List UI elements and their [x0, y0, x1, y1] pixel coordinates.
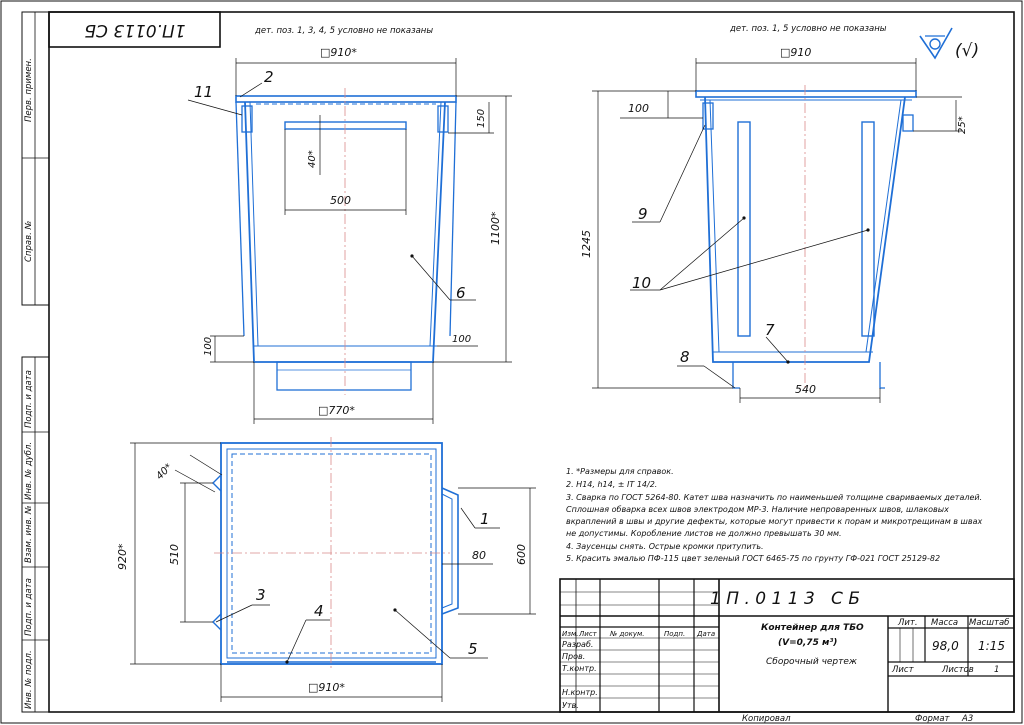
margin-label-replace-inv: Взам. инв. № [24, 505, 34, 563]
front-dim-bottom: □770* [318, 404, 355, 417]
col-header-sheet: Лист [578, 630, 598, 638]
front-dim-top: □910* [320, 46, 357, 59]
footer-format-value: А3 [961, 714, 973, 724]
plan-dim-510: 510 [168, 544, 181, 565]
callout-7: 7 [765, 321, 775, 339]
roughness-symbol [919, 27, 953, 60]
col-header-sign: Подп. [664, 630, 685, 638]
scale-label: Масштаб [969, 618, 1009, 628]
note-line: 4. Заусенцы снять. Острые кромки притупи… [566, 542, 764, 551]
row-label-norm-control: Н.контр. [562, 688, 598, 697]
mass-value: 98,0 [932, 639, 959, 653]
footer-format-label: Формат [915, 714, 951, 724]
side-view-geometry [695, 85, 917, 390]
callout-11: 11 [194, 83, 213, 101]
margin-label-reference-no: Справ. № [24, 220, 34, 262]
note-line: Сплошная обварка всех швов электродом МР… [566, 505, 949, 514]
col-header-date: Дата [696, 630, 715, 638]
left-margin-strips [21, 11, 50, 713]
margin-label-dup-inv: Инв. № дубл. [24, 442, 34, 500]
callout-9: 9 [638, 205, 648, 223]
plan-dim-600: 600 [515, 544, 528, 565]
callout-10: 10 [632, 274, 651, 292]
front-view-geometry [235, 88, 457, 395]
callout-2: 2 [264, 68, 274, 86]
side-dim-100: 100 [628, 102, 649, 115]
note-line: 2. Н14, h14, ± IT 14/2. [566, 480, 657, 489]
note-line: 3. Сварка по ГОСТ 5264-80. Катет шва наз… [566, 493, 982, 502]
sheets-label: Листов [941, 665, 974, 675]
margin-label-sign-date-1: Подп. и дата [24, 370, 34, 428]
footer-copied: Копировал [742, 714, 791, 724]
technical-notes: 1. *Размеры для справок. 2. Н14, h14, ± … [566, 467, 982, 563]
side-dim-540: 540 [795, 383, 816, 396]
plan-dim-910: □910* [308, 681, 345, 694]
front-dim-100-left: 100 [203, 337, 214, 356]
roughness-text: (√) [955, 41, 979, 61]
mirrored-code-box [48, 11, 221, 48]
note-line: вкраплений в швы и другие дефекты, котор… [566, 517, 982, 526]
front-dim-40: 40* [307, 150, 318, 168]
front-dim-slot: 500 [330, 194, 351, 207]
front-view-dimensions [187, 58, 512, 424]
callout-8: 8 [680, 348, 690, 366]
row-label-checked: Пров. [562, 652, 585, 661]
plan-dim-920: 920* [116, 543, 129, 570]
row-label-developed: Разраб. [562, 640, 593, 649]
plan-dim-40: 40* [154, 462, 174, 482]
mirrored-code-text: 1П.0113 СБ [84, 20, 185, 40]
col-header-doc-no: № докум. [609, 630, 645, 638]
margin-label-sign-date-2: Подп. и дата [24, 578, 34, 636]
row-label-tech-control: Т.контр. [562, 664, 597, 673]
callout-3: 3 [256, 586, 266, 604]
col-header-change: Изм. [562, 630, 578, 638]
margin-label-original-inv: Инв. № подл. [24, 650, 34, 709]
front-dim-100-right: 100 [452, 334, 471, 345]
note-line: не допустимы. Коробление листов не должн… [566, 529, 842, 538]
plan-view-geometry [212, 437, 459, 670]
plan-view-dimensions [130, 442, 536, 702]
scale-value: 1:15 [978, 639, 1005, 653]
note-line: 1. *Размеры для справок. [566, 467, 674, 476]
lit-label: Лит. [897, 618, 918, 628]
callout-4: 4 [314, 602, 324, 620]
title-line-3: Сборочный чертеж [766, 657, 858, 667]
callout-1: 1 [480, 510, 490, 528]
sheets-value: 1 [994, 665, 999, 675]
title-line-2: (V=0,75 м³) [778, 638, 837, 648]
side-dim-height: 1245 [580, 230, 593, 258]
row-label-approved: Утв. [562, 701, 579, 710]
title-block-lines [559, 578, 1015, 713]
side-view-note: дет. поз. 1, 5 условно не показаны [729, 24, 887, 34]
front-dim-150: 150 [476, 109, 487, 128]
note-line: 5. Красить эмалью ПФ-115 цвет зеленый ГО… [566, 554, 940, 563]
front-view-note: дет. поз. 1, 3, 4, 5 условно не показаны [254, 26, 433, 36]
side-dim-top: □910 [780, 46, 811, 59]
plan-dim-80: 80 [472, 549, 486, 562]
title-block-code: 1П.0113 СБ [710, 589, 860, 609]
front-dim-height: 1100* [489, 211, 502, 245]
mass-label: Масса [931, 618, 958, 628]
margin-label-first-use: Перв. примен. [24, 58, 34, 122]
sheet-label: Лист [891, 665, 915, 675]
callout-6: 6 [456, 284, 466, 302]
title-line-1: Контейнер для ТБО [761, 623, 864, 633]
callout-5: 5 [468, 640, 478, 658]
side-view-dimensions [592, 58, 962, 403]
side-dim-25: 25* [957, 116, 968, 134]
